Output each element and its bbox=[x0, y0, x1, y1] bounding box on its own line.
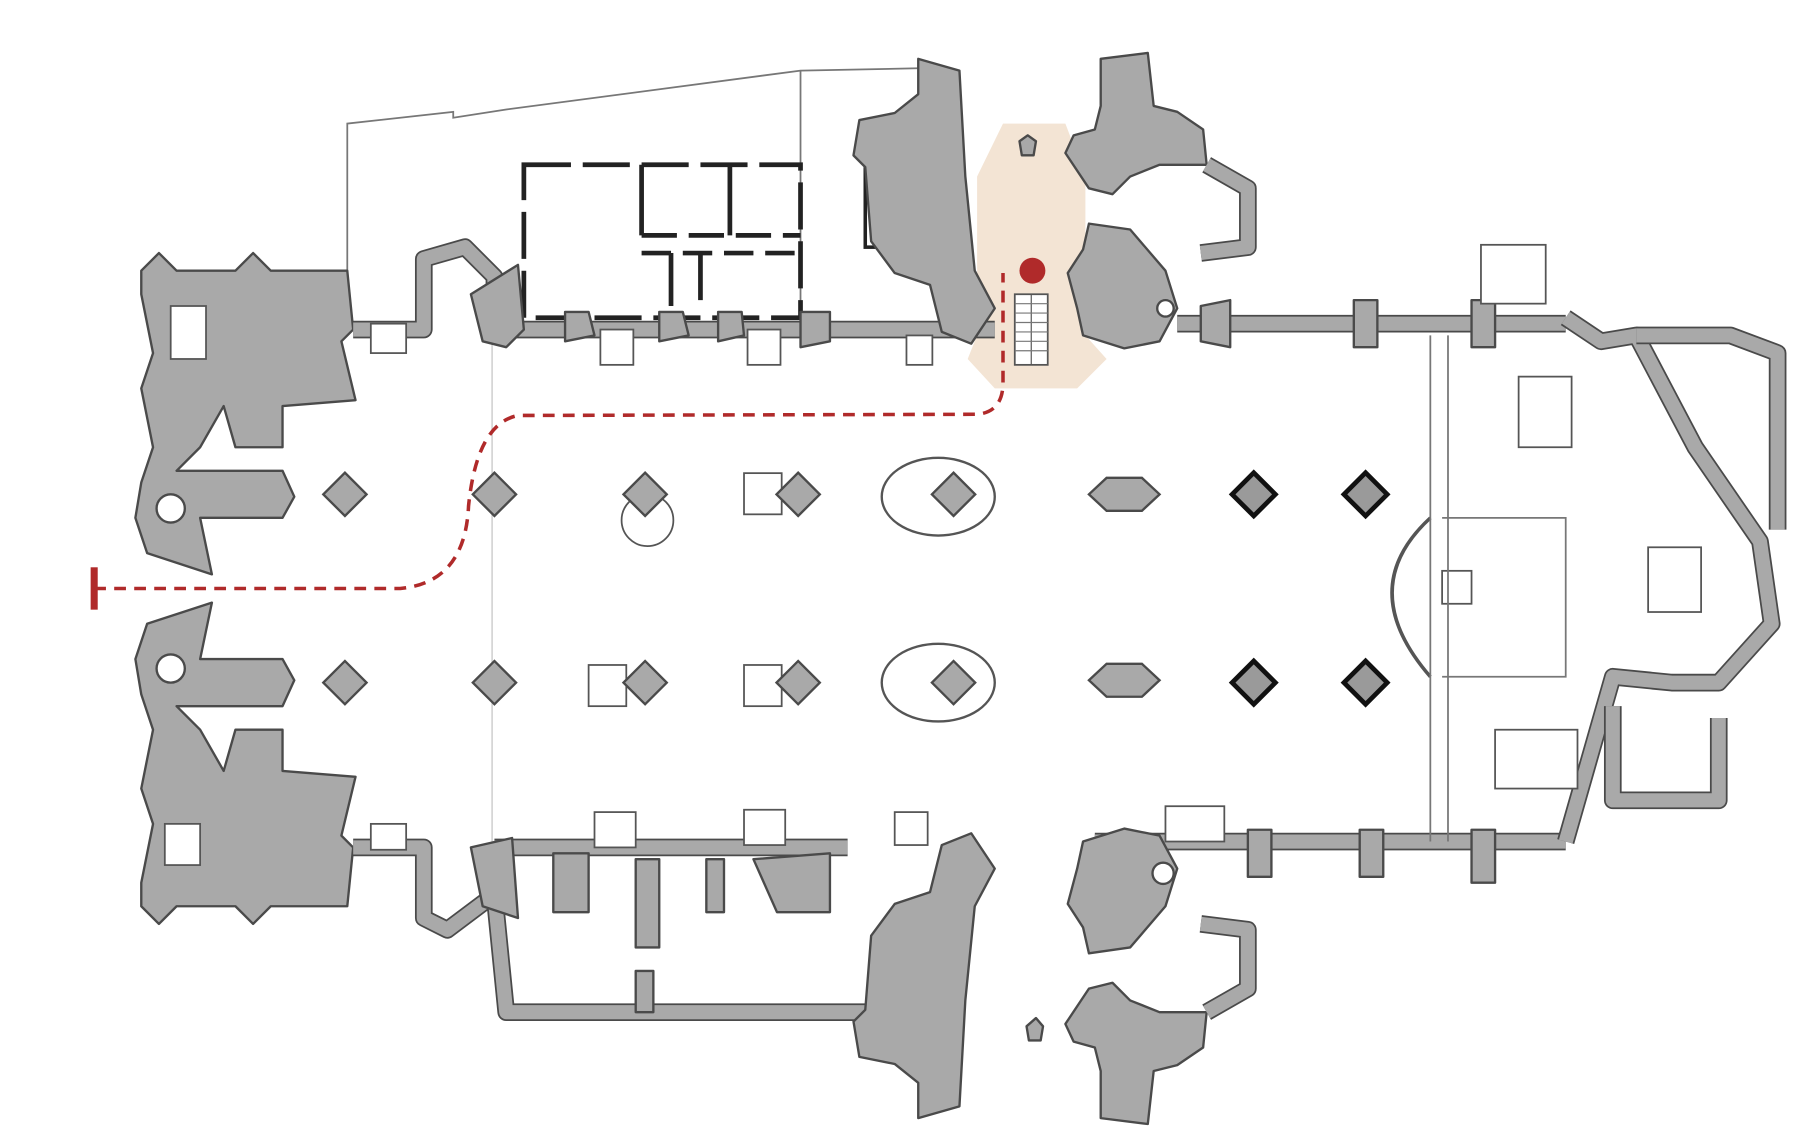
transept-towers bbox=[853, 51, 1247, 1124]
pier bbox=[1340, 469, 1391, 520]
pier bbox=[774, 659, 822, 706]
pier bbox=[621, 659, 669, 706]
pier bbox=[930, 659, 977, 706]
destination-dot-icon bbox=[1019, 257, 1046, 284]
crossing-pier bbox=[1087, 476, 1162, 512]
crossing-pier bbox=[1087, 662, 1162, 698]
start-bar-icon bbox=[90, 567, 98, 610]
pier bbox=[1228, 469, 1279, 520]
pier bbox=[321, 471, 369, 518]
west-facade bbox=[134, 251, 357, 926]
pier bbox=[930, 471, 977, 518]
pier bbox=[321, 659, 369, 706]
staircase-icon bbox=[1013, 293, 1049, 366]
route-path bbox=[94, 273, 1005, 591]
chapel-altars bbox=[369, 322, 1226, 851]
north-annex bbox=[521, 162, 921, 321]
buttresses bbox=[469, 263, 1497, 1014]
pier bbox=[774, 471, 822, 518]
highlight-zone bbox=[967, 123, 1107, 389]
choir bbox=[1390, 243, 1787, 844]
pier bbox=[471, 471, 518, 518]
pier bbox=[1340, 657, 1391, 708]
pier bbox=[621, 471, 669, 518]
pier bbox=[1228, 657, 1279, 708]
nave-piers bbox=[321, 469, 1391, 708]
pier bbox=[471, 659, 518, 706]
